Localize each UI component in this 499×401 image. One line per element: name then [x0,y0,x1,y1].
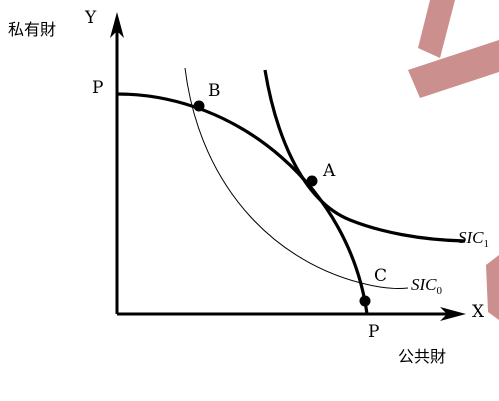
ppf-curve [116,92,369,315]
sic0-label-sub: 0 [436,285,443,297]
point-a-label: A [323,161,336,181]
sic0-curve [184,67,409,290]
x-axis-caption: 公共財 [398,347,447,366]
x-axis-label: X [472,302,485,322]
point-c-label: C [374,266,388,286]
sic1-curve [263,69,466,243]
point-b-marker [193,100,205,112]
point-c-marker [359,295,371,307]
sic0-label-base: SIC [411,275,437,294]
point-b-label: B [208,81,221,101]
sic1-label: SIC1 [458,228,489,250]
x-axis-arrowhead [440,307,466,321]
sic1-label-base: SIC [458,228,484,247]
sic0-label: SIC0 [411,275,442,297]
y-axis-arrowhead [110,12,124,38]
ppf-top-label: P [92,78,104,98]
watermark-graphic [408,0,499,320]
ppf-bottom-label: P [368,322,380,342]
axes [115,30,450,316]
point-a-marker [306,175,318,187]
y-axis-caption: 私有財 [8,20,57,39]
sic1-label-sub: 1 [483,238,490,250]
y-axis-label: Y [85,8,97,28]
